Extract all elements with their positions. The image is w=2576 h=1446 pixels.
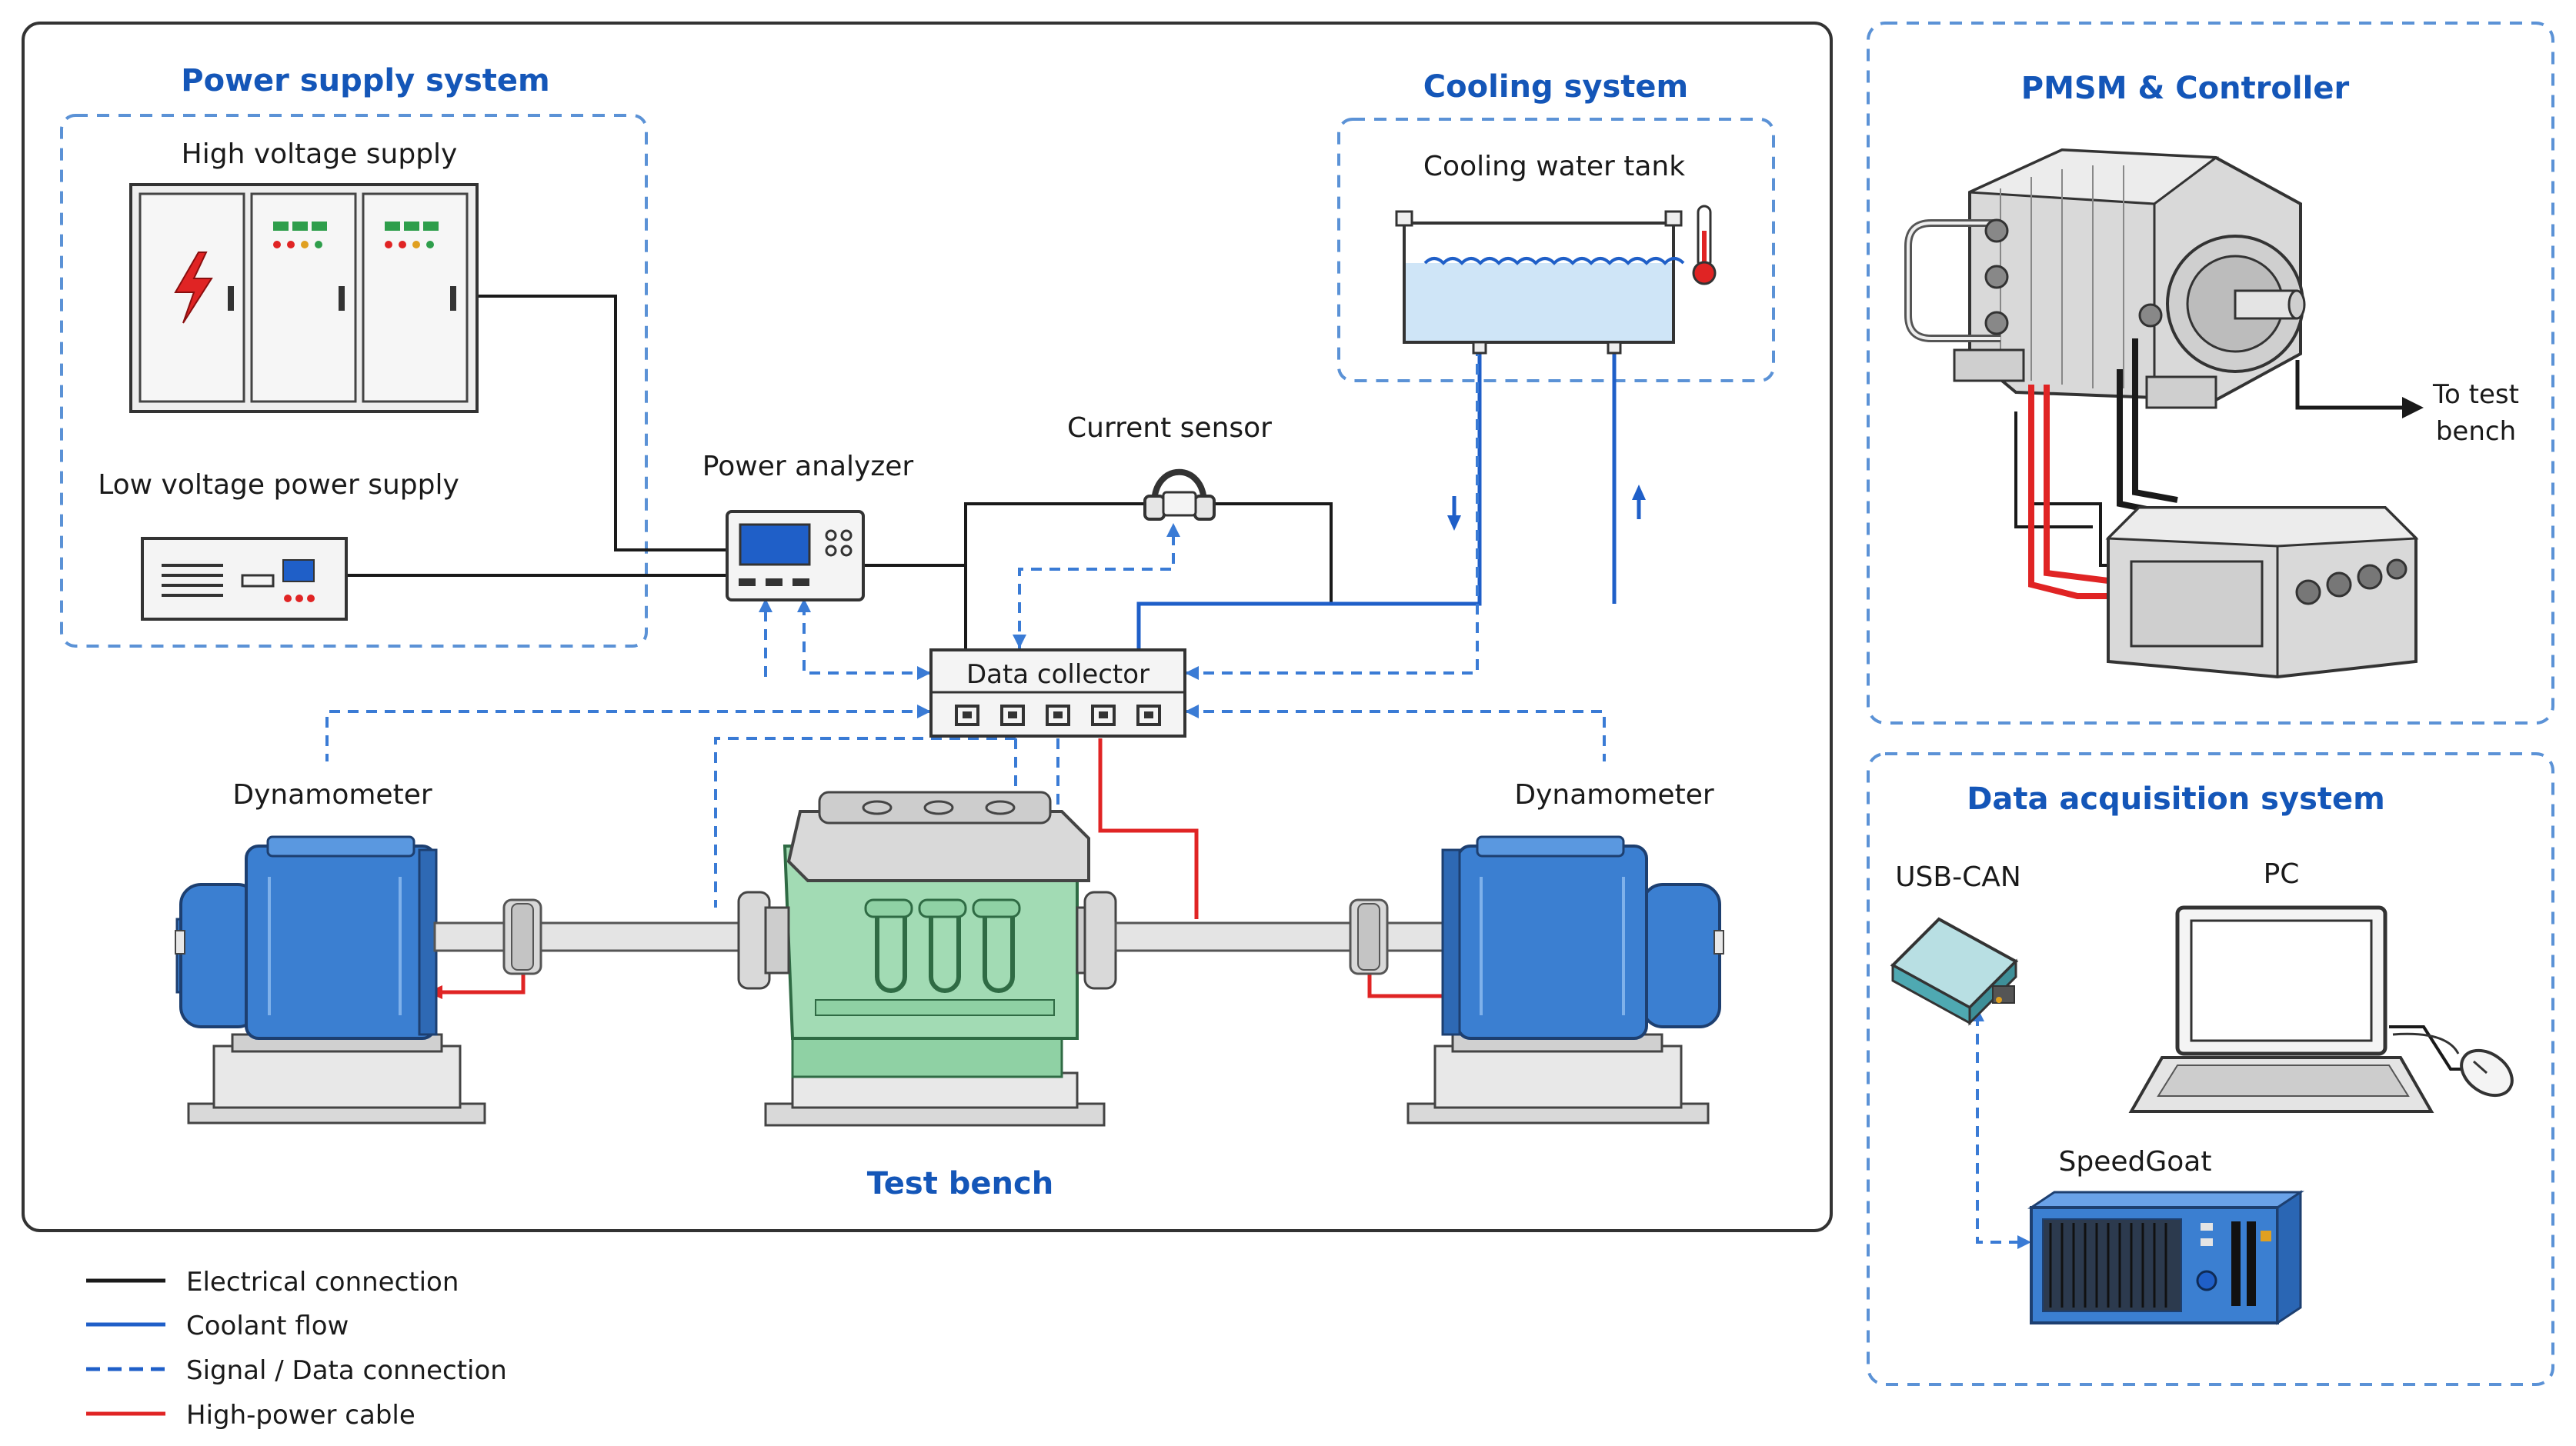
- usb-can-device: [1890, 917, 2019, 1026]
- dynamometer-right: [1406, 835, 1724, 1124]
- pmsm-to-bench-arrowhead: [2402, 397, 2424, 418]
- pc-label: PC: [2264, 858, 2300, 890]
- shaft-right: [1114, 921, 1456, 952]
- power-analyzer-label: Power analyzer: [702, 451, 914, 482]
- pmsm-motor: [1904, 148, 2306, 409]
- to-test-bench-label-1: To test: [2432, 379, 2519, 410]
- engine-flange-right: [1076, 891, 1117, 990]
- signal-arrowheads: [759, 523, 2031, 1249]
- engine-under-test: [764, 791, 1106, 1127]
- cooling-group: [1337, 118, 1775, 382]
- low-voltage-supply: [141, 537, 348, 621]
- power-supply-group: [60, 114, 648, 648]
- power-supply-title: Power supply system: [181, 63, 549, 98]
- motor-controller: [2105, 506, 2419, 679]
- speedgoat-label: SpeedGoat: [2059, 1146, 2212, 1178]
- dynamometer-left-label: Dynamometer: [232, 779, 432, 811]
- cooling-water-tank: [1395, 210, 1685, 355]
- legend-label-high-power: High-power cable: [186, 1400, 415, 1431]
- mouse-icon: [2460, 1048, 2514, 1098]
- to-test-bench-label-2: bench: [2436, 416, 2516, 447]
- high-voltage-label: High voltage supply: [182, 138, 458, 170]
- coupling-left: [502, 898, 542, 975]
- data-collector-label: Data collector: [966, 659, 1150, 690]
- engine-flange-left: [737, 891, 790, 990]
- speedgoat-device: [2027, 1190, 2304, 1325]
- legend: Electrical connection Coolant flow Signa…: [86, 1267, 507, 1431]
- cooling-title: Cooling system: [1423, 69, 1688, 105]
- legend-label-electrical: Electrical connection: [186, 1267, 459, 1298]
- electrical-wires: [346, 295, 2493, 1071]
- legend-label-signal: Signal / Data connection: [186, 1355, 507, 1386]
- coolant-up-arrow: [1632, 485, 1646, 500]
- data-collector: [929, 648, 1186, 738]
- mouse-cable: [2392, 1032, 2460, 1055]
- coolant-lines: [1136, 342, 1641, 650]
- thermometer-icon: [1692, 205, 1717, 285]
- current-sensor: [1143, 468, 1216, 521]
- lightning-icon: [174, 252, 213, 324]
- low-voltage-label: Low voltage power supply: [98, 469, 459, 501]
- power-analyzer: [726, 510, 865, 601]
- coolant-down-arrow: [1447, 515, 1461, 531]
- daq-title: Data acquisition system: [1967, 781, 2385, 817]
- current-sensor-label: Current sensor: [1067, 412, 1272, 444]
- shaft-left: [433, 921, 740, 952]
- pmsm-title: PMSM & Controller: [2021, 71, 2350, 106]
- dynamometer-left: [175, 835, 486, 1124]
- test-bench-title: Test bench: [867, 1166, 1053, 1201]
- dynamometer-right-label: Dynamometer: [1514, 779, 1713, 811]
- cooling-tank-label: Cooling water tank: [1423, 151, 1685, 182]
- pc-laptop: [2128, 905, 2434, 1113]
- high-voltage-supply: [129, 183, 479, 413]
- pmsm-panel: [1867, 22, 2554, 725]
- daq-panel: [1867, 752, 2554, 1386]
- main-panel: [22, 22, 1833, 1232]
- pmsm-to-bench-arrow-line: [2295, 360, 2408, 410]
- coupling-right: [1349, 898, 1389, 975]
- usb-can-label: USB-CAN: [1895, 861, 2021, 893]
- signal-lines: [325, 342, 2024, 1244]
- legend-label-coolant: Coolant flow: [186, 1311, 349, 1341]
